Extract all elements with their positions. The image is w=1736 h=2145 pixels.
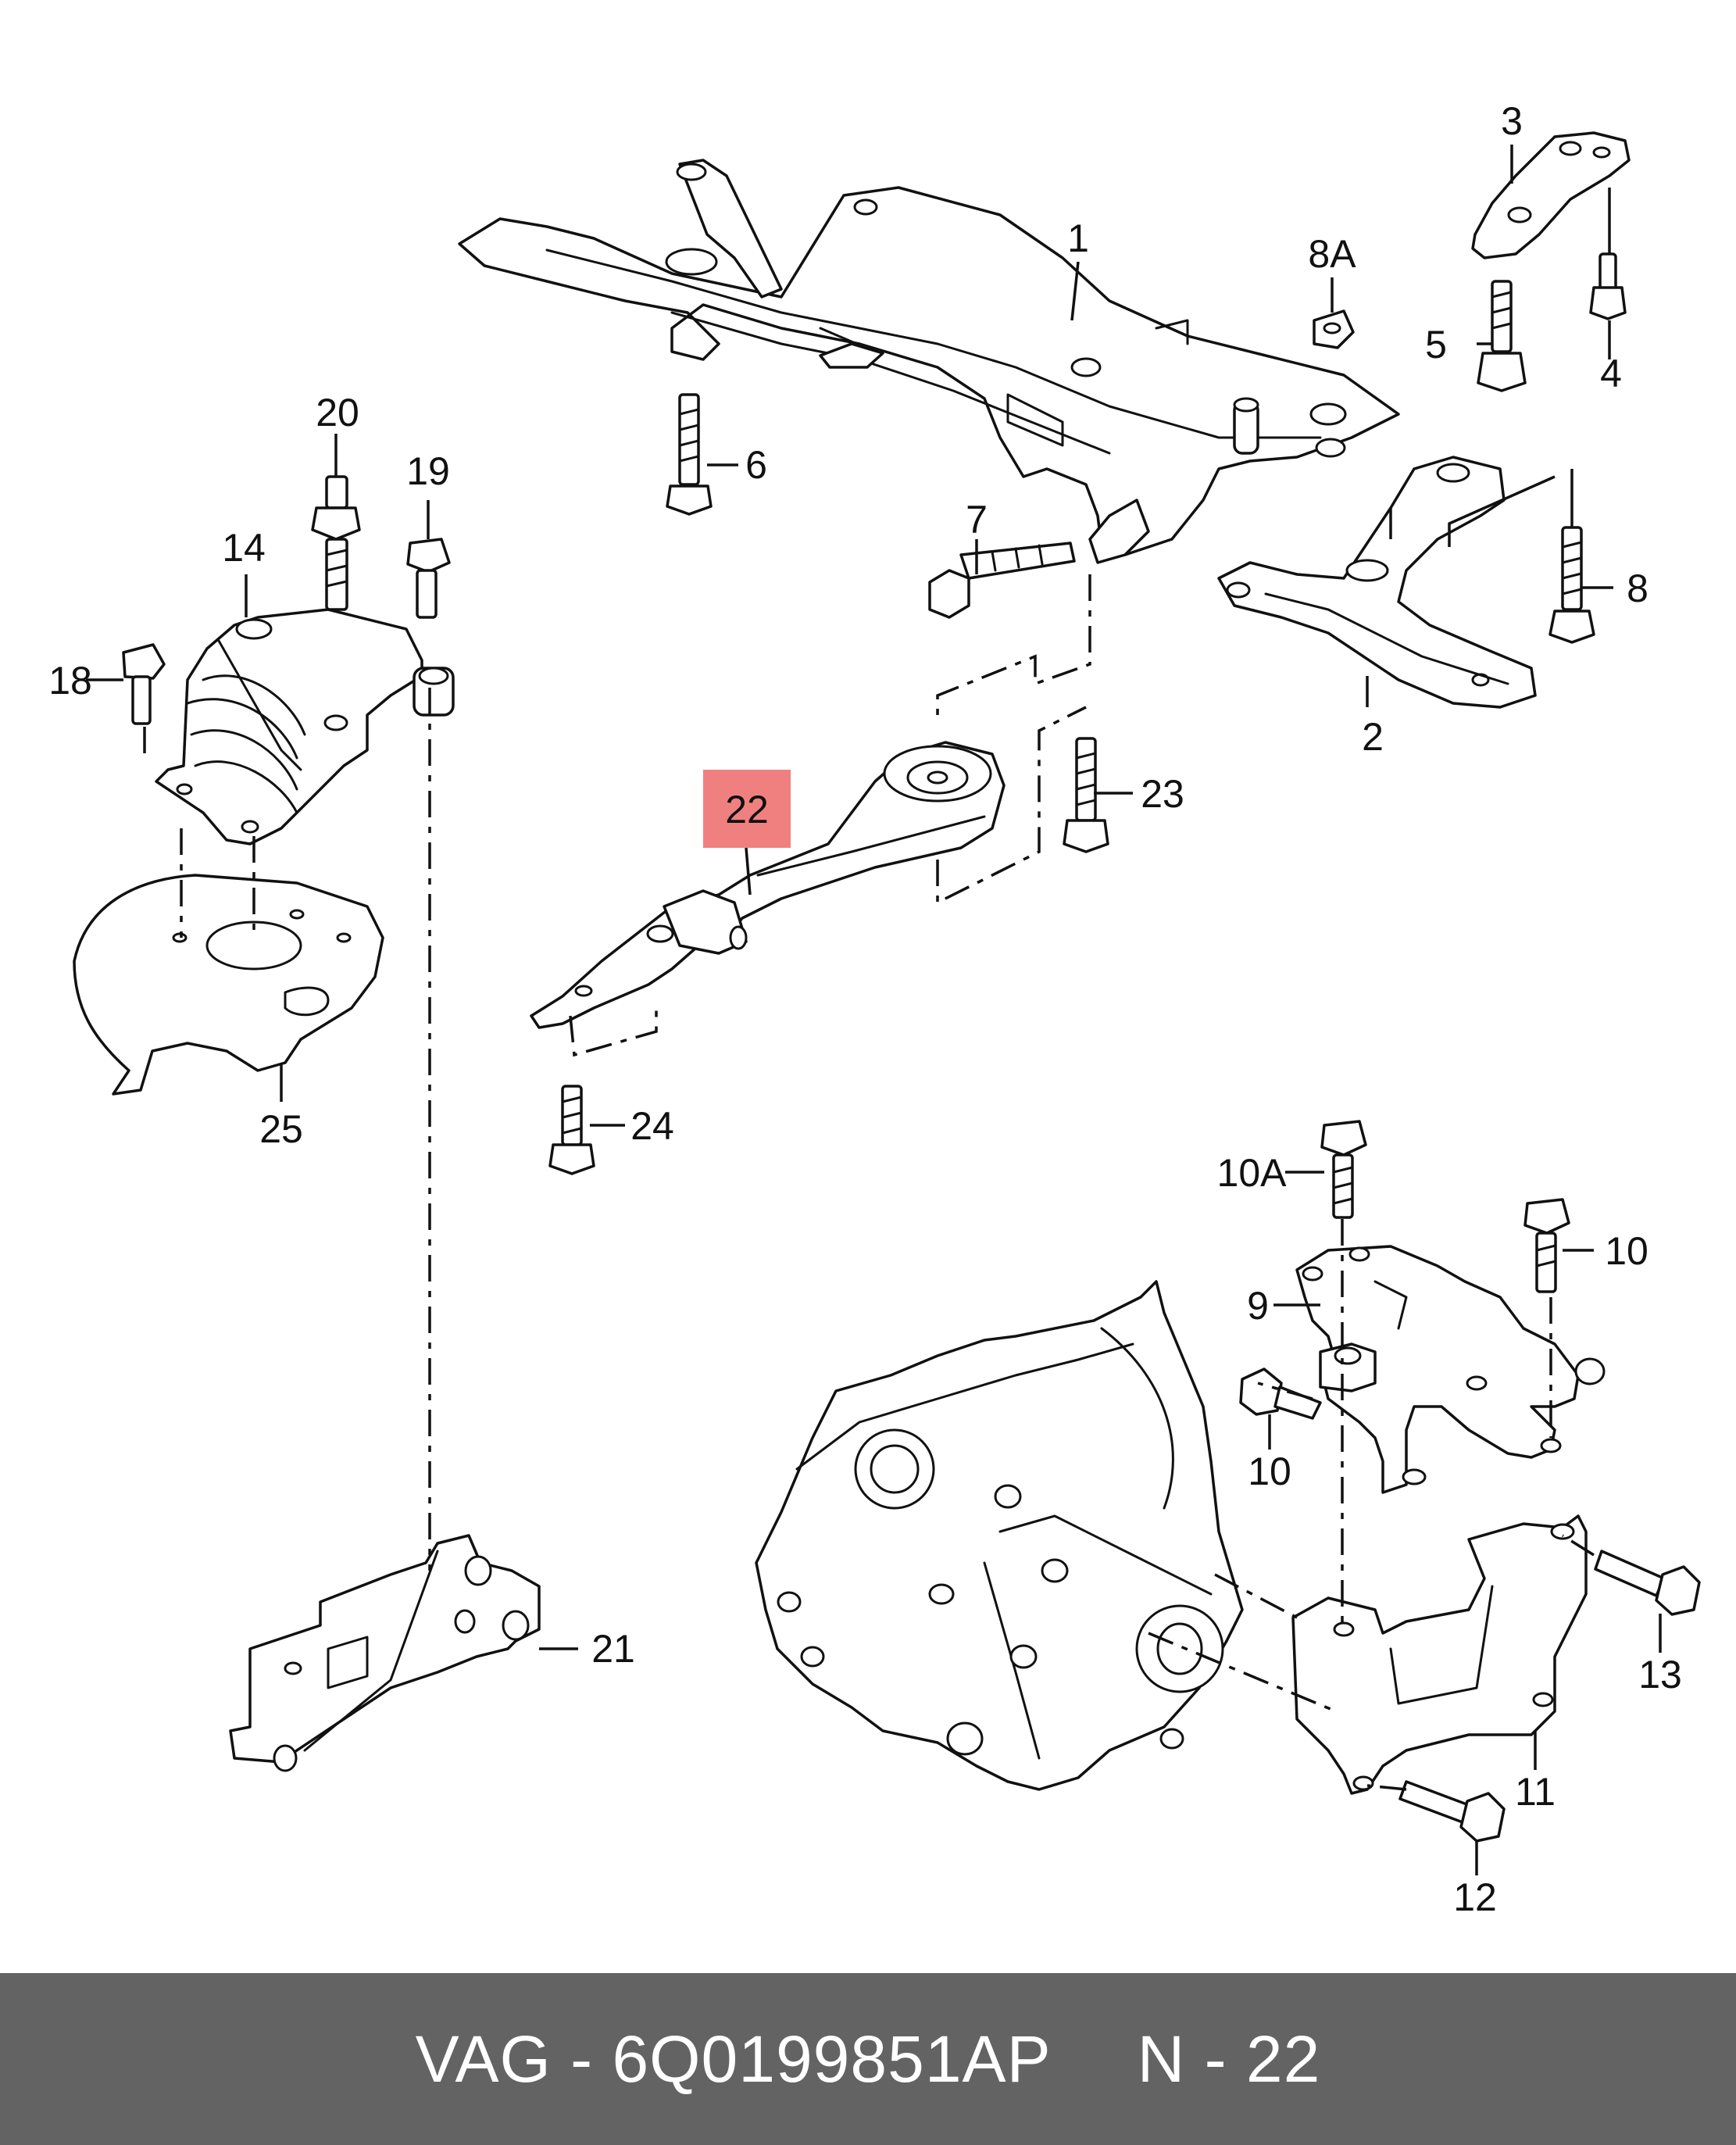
bolt-10A <box>1320 1120 1367 1219</box>
callout-8: 8 <box>1627 567 1648 610</box>
callout-11: 11 <box>1515 1770 1556 1814</box>
leader-lines <box>86 145 1662 1875</box>
callout-24: 24 <box>630 1104 674 1148</box>
callout-highlight-box <box>703 770 791 848</box>
bolts-and-fasteners <box>122 252 1701 1843</box>
engine-support-part-25 <box>73 874 384 1096</box>
bolt-23 <box>1063 737 1109 853</box>
callout-21: 21 <box>591 1627 635 1671</box>
bolt-24 <box>548 1085 595 1175</box>
bolt-4 <box>1589 252 1627 320</box>
bolt-6 <box>666 393 713 516</box>
bolt-10-left <box>1239 1367 1322 1420</box>
callout-10A: 10A <box>1217 1151 1288 1195</box>
pendulum-support-part-21 <box>229 1534 541 1772</box>
control-arm-part-2 <box>1217 456 1537 709</box>
callout-8A: 8A <box>1308 232 1356 276</box>
callout-23: 23 <box>1141 772 1184 816</box>
callout-7: 7 <box>966 498 988 542</box>
callout-20: 20 <box>316 391 359 434</box>
bolt-19 <box>406 538 451 619</box>
callout-6: 6 <box>745 443 767 487</box>
callout-2: 2 <box>1362 715 1384 759</box>
torque-rod-part-22 <box>530 741 1006 1029</box>
callout-10-right: 10 <box>1605 1229 1648 1273</box>
callout-19: 19 <box>406 449 450 493</box>
gearbox-housing <box>755 1280 1244 1791</box>
bolt-8 <box>1548 526 1595 644</box>
bolt-7 <box>928 542 1076 619</box>
callout-13: 13 <box>1638 1653 1682 1696</box>
callout-14: 14 <box>222 526 266 570</box>
callout-12: 12 <box>1453 1875 1497 1919</box>
bolt-18 <box>122 643 166 725</box>
callout-4: 4 <box>1600 352 1622 395</box>
stud-20 <box>311 475 361 611</box>
callout-9: 9 <box>1247 1284 1269 1328</box>
callout-25: 25 <box>259 1107 303 1151</box>
part-number-text: VAG - 6Q0199851AP <box>415 2022 1052 2096</box>
bracket-part-3 <box>1471 131 1631 259</box>
exploded-parts-diagram: 1 2 3 4 5 6 7 8 8A 9 10 10 10 10A 11 12 … <box>48 99 1701 1919</box>
bolt-5 <box>1477 280 1527 392</box>
bolt-13 <box>1594 1550 1701 1616</box>
callout-10-left: 10 <box>1248 1450 1291 1493</box>
part-number-footer: VAG - 6Q0199851AP N - 22 <box>0 1973 1736 2145</box>
gearbox-bracket-part-11 <box>1291 1514 1588 1795</box>
subframe-part-1 <box>458 159 1400 564</box>
diagram-reference-text: N - 22 <box>1137 2022 1321 2096</box>
callout-labels: 1 2 3 4 5 6 7 8 8A 9 10 10 10 10A 11 12 … <box>48 99 1682 1919</box>
callout-3: 3 <box>1501 99 1523 143</box>
callout-22: 22 <box>725 788 769 831</box>
bolt-12 <box>1398 1780 1506 1843</box>
callout-5: 5 <box>1425 323 1447 366</box>
engine-mount-part-14 <box>155 608 455 845</box>
callout-18: 18 <box>48 659 92 702</box>
nut-8A <box>1313 309 1355 349</box>
bolt-10-right <box>1523 1198 1570 1293</box>
callout-1: 1 <box>1067 216 1089 260</box>
